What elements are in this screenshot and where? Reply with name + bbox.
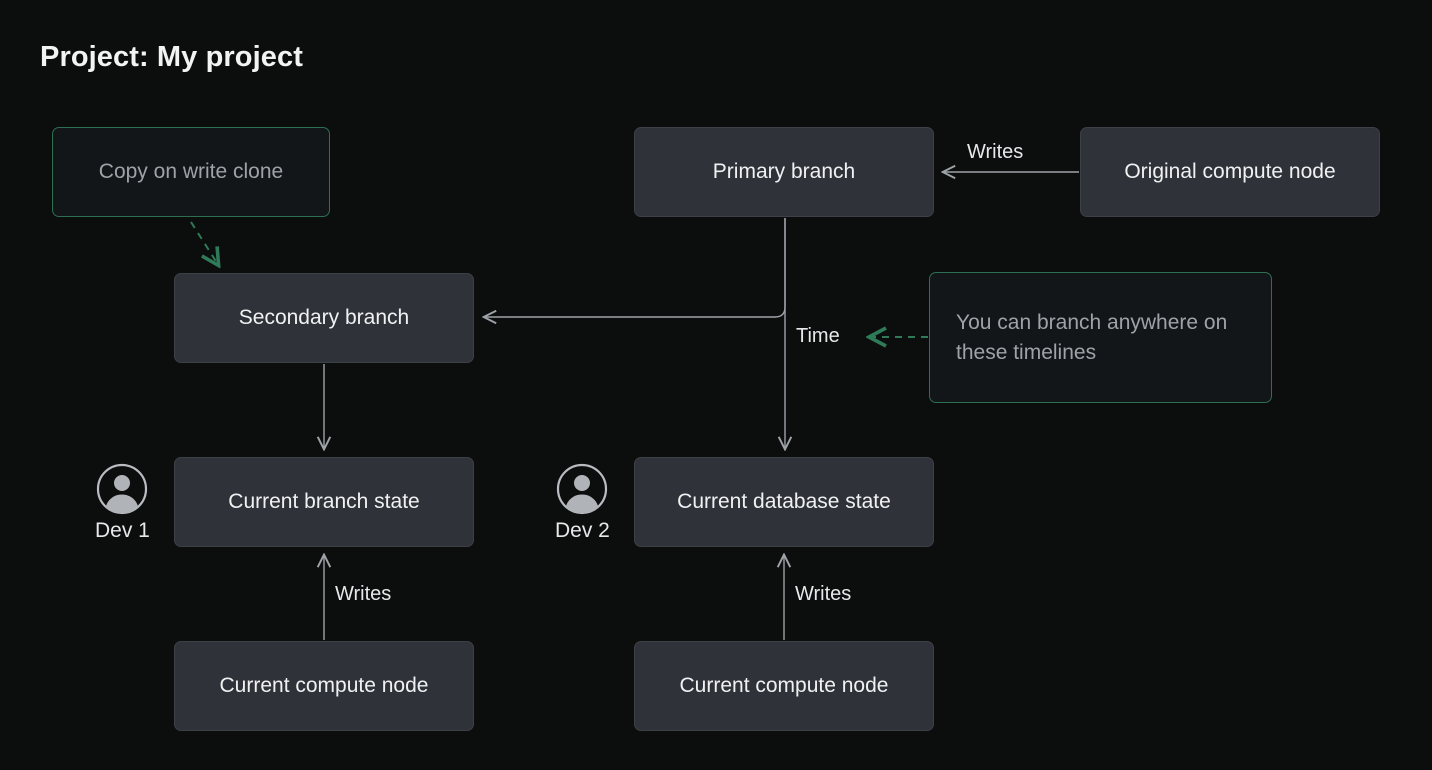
node-label: Current branch state <box>228 490 420 513</box>
node-label: Current compute node <box>679 674 889 697</box>
node-label: Primary branch <box>712 160 856 183</box>
node-label: Secondary branch <box>238 306 410 329</box>
edge-label-writes-top: Writes <box>967 141 1024 163</box>
node-label: Current compute node <box>219 674 429 697</box>
node-primary-branch[interactable]: Primary branch <box>634 127 934 217</box>
node-label: Copy on write clone <box>98 160 284 184</box>
node-label: Original compute node <box>1124 160 1336 183</box>
edge-label-time: Time <box>796 325 840 347</box>
edge-label-writes-bottom-left: Writes <box>335 583 392 605</box>
edge-label-writes-bottom-right: Writes <box>795 583 852 605</box>
page-title: Project: My project <box>40 41 303 73</box>
user-avatar-icon <box>97 463 148 515</box>
avatar <box>96 463 148 515</box>
node-original-compute-node[interactable]: Original compute node <box>1080 127 1380 217</box>
node-current-compute-node-right[interactable]: Current compute node <box>634 641 934 731</box>
avatar <box>556 463 608 515</box>
node-current-branch-state[interactable]: Current branch state <box>174 457 474 547</box>
node-current-compute-node-left[interactable]: Current compute node <box>174 641 474 731</box>
node-current-database-state[interactable]: Current database state <box>634 457 934 547</box>
note-label: You can branch anywhere on these timelin… <box>956 310 1228 364</box>
edge-primary-to-secondary <box>485 218 786 317</box>
actor-dev-2[interactable]: Dev 2 <box>555 463 610 543</box>
node-secondary-branch[interactable]: Secondary branch <box>174 273 474 363</box>
actor-label: Dev 1 <box>95 519 150 542</box>
actor-label: Dev 2 <box>555 519 610 542</box>
user-avatar-icon <box>557 463 608 515</box>
node-copy-on-write-clone[interactable]: Copy on write clone <box>52 127 330 217</box>
node-branch-anywhere-note[interactable]: You can branch anywhere on these timelin… <box>929 272 1272 403</box>
actor-dev-1[interactable]: Dev 1 <box>95 463 150 543</box>
edge-clone-to-secondary <box>190 221 217 263</box>
node-label: Current database state <box>677 490 891 513</box>
